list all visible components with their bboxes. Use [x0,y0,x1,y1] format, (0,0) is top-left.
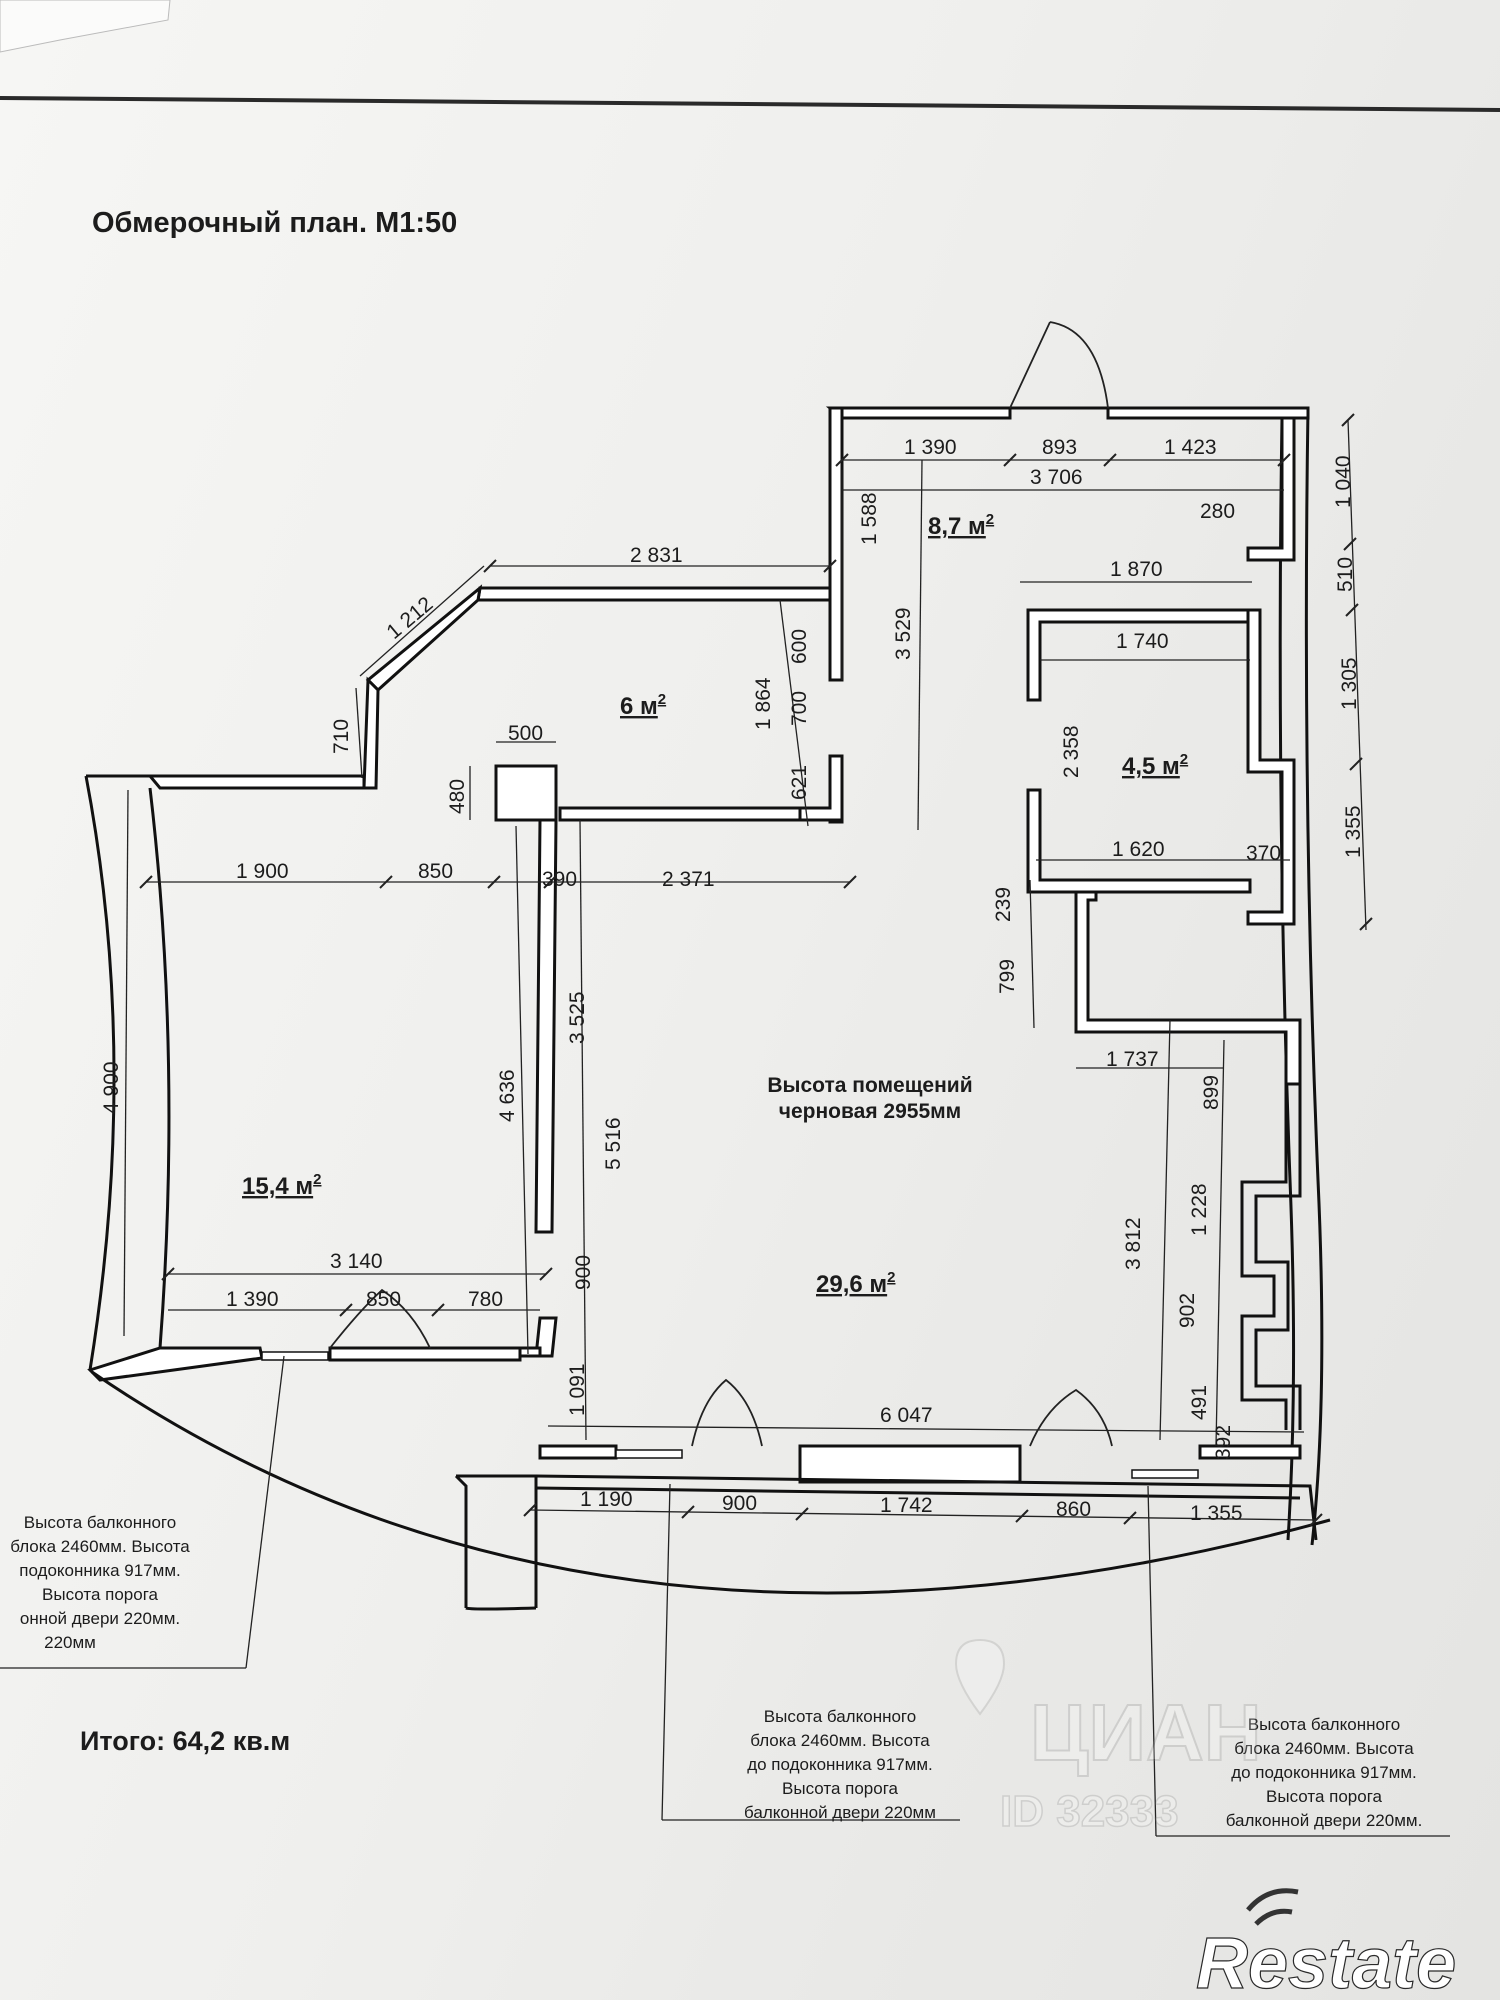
dim-label: 1 355 [1342,805,1365,858]
sheet-border [0,96,1500,112]
room-area-label: 4,5 м2 [1122,751,1188,780]
dim-label: 1 305 [1338,657,1361,710]
dim-label: 3 140 [330,1250,383,1273]
dim-label: 6 047 [880,1404,933,1427]
dim-label: 1 737 [1106,1048,1159,1071]
dim-label: 3 529 [892,607,915,660]
room-area-label: 15,4 м2 [242,1171,321,1200]
dim-label: 1 870 [1110,558,1163,581]
dim-label: 850 [366,1288,401,1311]
dim-label: 2 371 [662,868,715,891]
dim-label: 392 [1212,1425,1235,1460]
dim-label: 1 620 [1112,838,1165,861]
dim-label: 1 742 [880,1494,933,1517]
dim-label: 3 525 [566,991,589,1044]
dim-label: 491 [1188,1385,1211,1420]
svg-text:Высота порога: Высота порога [782,1779,898,1798]
svg-text:блока 2460мм. Высота: блока 2460мм. Высота [10,1537,190,1556]
total-area: Итого: 64,2 кв.м [80,1726,290,1756]
dim-label: 1 390 [904,436,957,459]
dim-label: 780 [468,1288,503,1311]
dim-label: 902 [1176,1293,1199,1328]
dimension-labels: 1 390 893 1 423 3 706 1 040 280 1 588 1 … [100,436,1365,1525]
dim-label: 621 [788,765,811,800]
svg-text:Высота порога: Высота порога [42,1585,158,1604]
svg-text:блока 2460мм. Высота: блока 2460мм. Высота [750,1731,930,1750]
dim-label: 1 588 [858,492,881,545]
dimension-ticks [139,413,1373,1527]
dim-label: 1 864 [752,677,775,730]
svg-text:черновая 2955мм: черновая 2955мм [779,1100,961,1123]
svg-text:Высота балконного: Высота балконного [1248,1715,1400,1734]
watermark-brand: ЦИАН [1030,1688,1261,1777]
dim-label: 1 091 [566,1363,589,1416]
door-swings [329,321,1113,1447]
dim-label: 1 390 [226,1288,279,1311]
dim-label: 899 [1200,1075,1223,1110]
svg-text:до подоконника 917мм.: до подоконника 917мм. [1231,1763,1417,1782]
dim-label: 480 [446,779,469,814]
svg-text:Высота помещений: Высота помещений [767,1074,972,1097]
dim-label: 1 355 [1190,1502,1243,1525]
dim-label: 2 831 [630,544,683,567]
svg-text:Высота порога: Высота порога [1266,1787,1382,1806]
watermark-id: ID 32333 [1000,1787,1179,1836]
svg-text:онной двери 220мм.: онной двери 220мм. [20,1609,180,1628]
room-areas: 8,7 м2 6 м2 4,5 м2 15,4 м2 29,6 м2 [242,511,1188,1298]
dim-label: 1 228 [1188,1183,1211,1236]
svg-text:220мм: 220мм [44,1633,96,1652]
dim-label: 1 040 [1332,455,1355,508]
dim-label: 370 [1246,842,1281,865]
balcony-note-right: Высота балконного блока 2460мм. Высота д… [1226,1715,1423,1830]
dim-label: 280 [1200,500,1235,523]
svg-text:Высота балконного: Высота балконного [764,1707,916,1726]
dim-label: 1 900 [236,860,289,883]
dim-label: 1 423 [1164,436,1217,459]
background-sheet [0,0,171,53]
dim-label: 4 636 [496,1069,519,1122]
dim-label: 600 [788,629,811,664]
dim-label: 510 [1334,557,1357,592]
svg-text:до подоконника 917мм.: до подоконника 917мм. [747,1755,933,1774]
dim-label: 4 900 [100,1061,123,1114]
dim-label: 799 [996,959,1019,994]
room-area-label: 8,7 м2 [928,511,994,540]
cian-watermark: ЦИАН ID 32333 [954,1638,1262,1837]
svg-text:балконной двери 220мм.: балконной двери 220мм. [1226,1811,1423,1830]
restate-logo: Restate [1195,1888,1457,2000]
walls [84,406,1331,1611]
svg-text:Высота балконного: Высота балконного [24,1513,176,1532]
dim-label: 700 [788,691,811,726]
dim-label: 893 [1042,436,1077,459]
dim-label: 5 516 [602,1117,625,1170]
dim-label: 860 [1056,1498,1091,1521]
dim-label: 850 [418,860,453,883]
dimension-lines [0,419,1450,1837]
dim-label: 1 190 [580,1488,633,1511]
dim-label: 710 [330,719,353,754]
balcony-note-center: Высота балконного блока 2460мм. Высота д… [744,1707,936,1822]
room-area-label: 29,6 м2 [816,1269,895,1298]
restate-logo-text: Restate [1196,1924,1456,2000]
dim-label: 900 [572,1255,595,1290]
svg-text:балконной двери 220мм: балконной двери 220мм [744,1803,936,1822]
balcony-note-left: Высота балконного блока 2460мм. Высота п… [10,1513,190,1652]
location-pin-icon [954,1638,1006,1716]
svg-text:подоконника 917мм.: подоконника 917мм. [19,1561,180,1580]
ceiling-height-note: Высота помещений черновая 2955мм [767,1074,972,1123]
dim-label: 500 [508,722,543,745]
svg-text:блока 2460мм. Высота: блока 2460мм. Высота [1234,1739,1414,1758]
dim-label: 1 740 [1116,630,1169,653]
dim-label: 390 [542,868,577,891]
signal-waves-icon [1246,1888,1299,1926]
dim-label: 3 706 [1030,466,1083,489]
dim-label: 3 812 [1122,1217,1145,1270]
dim-label: 900 [722,1492,757,1515]
plan-title: Обмерочный план. М1:50 [92,207,457,239]
dim-label: 239 [992,887,1015,922]
dim-label: 2 358 [1060,725,1083,778]
room-area-label: 6 м2 [620,691,666,720]
